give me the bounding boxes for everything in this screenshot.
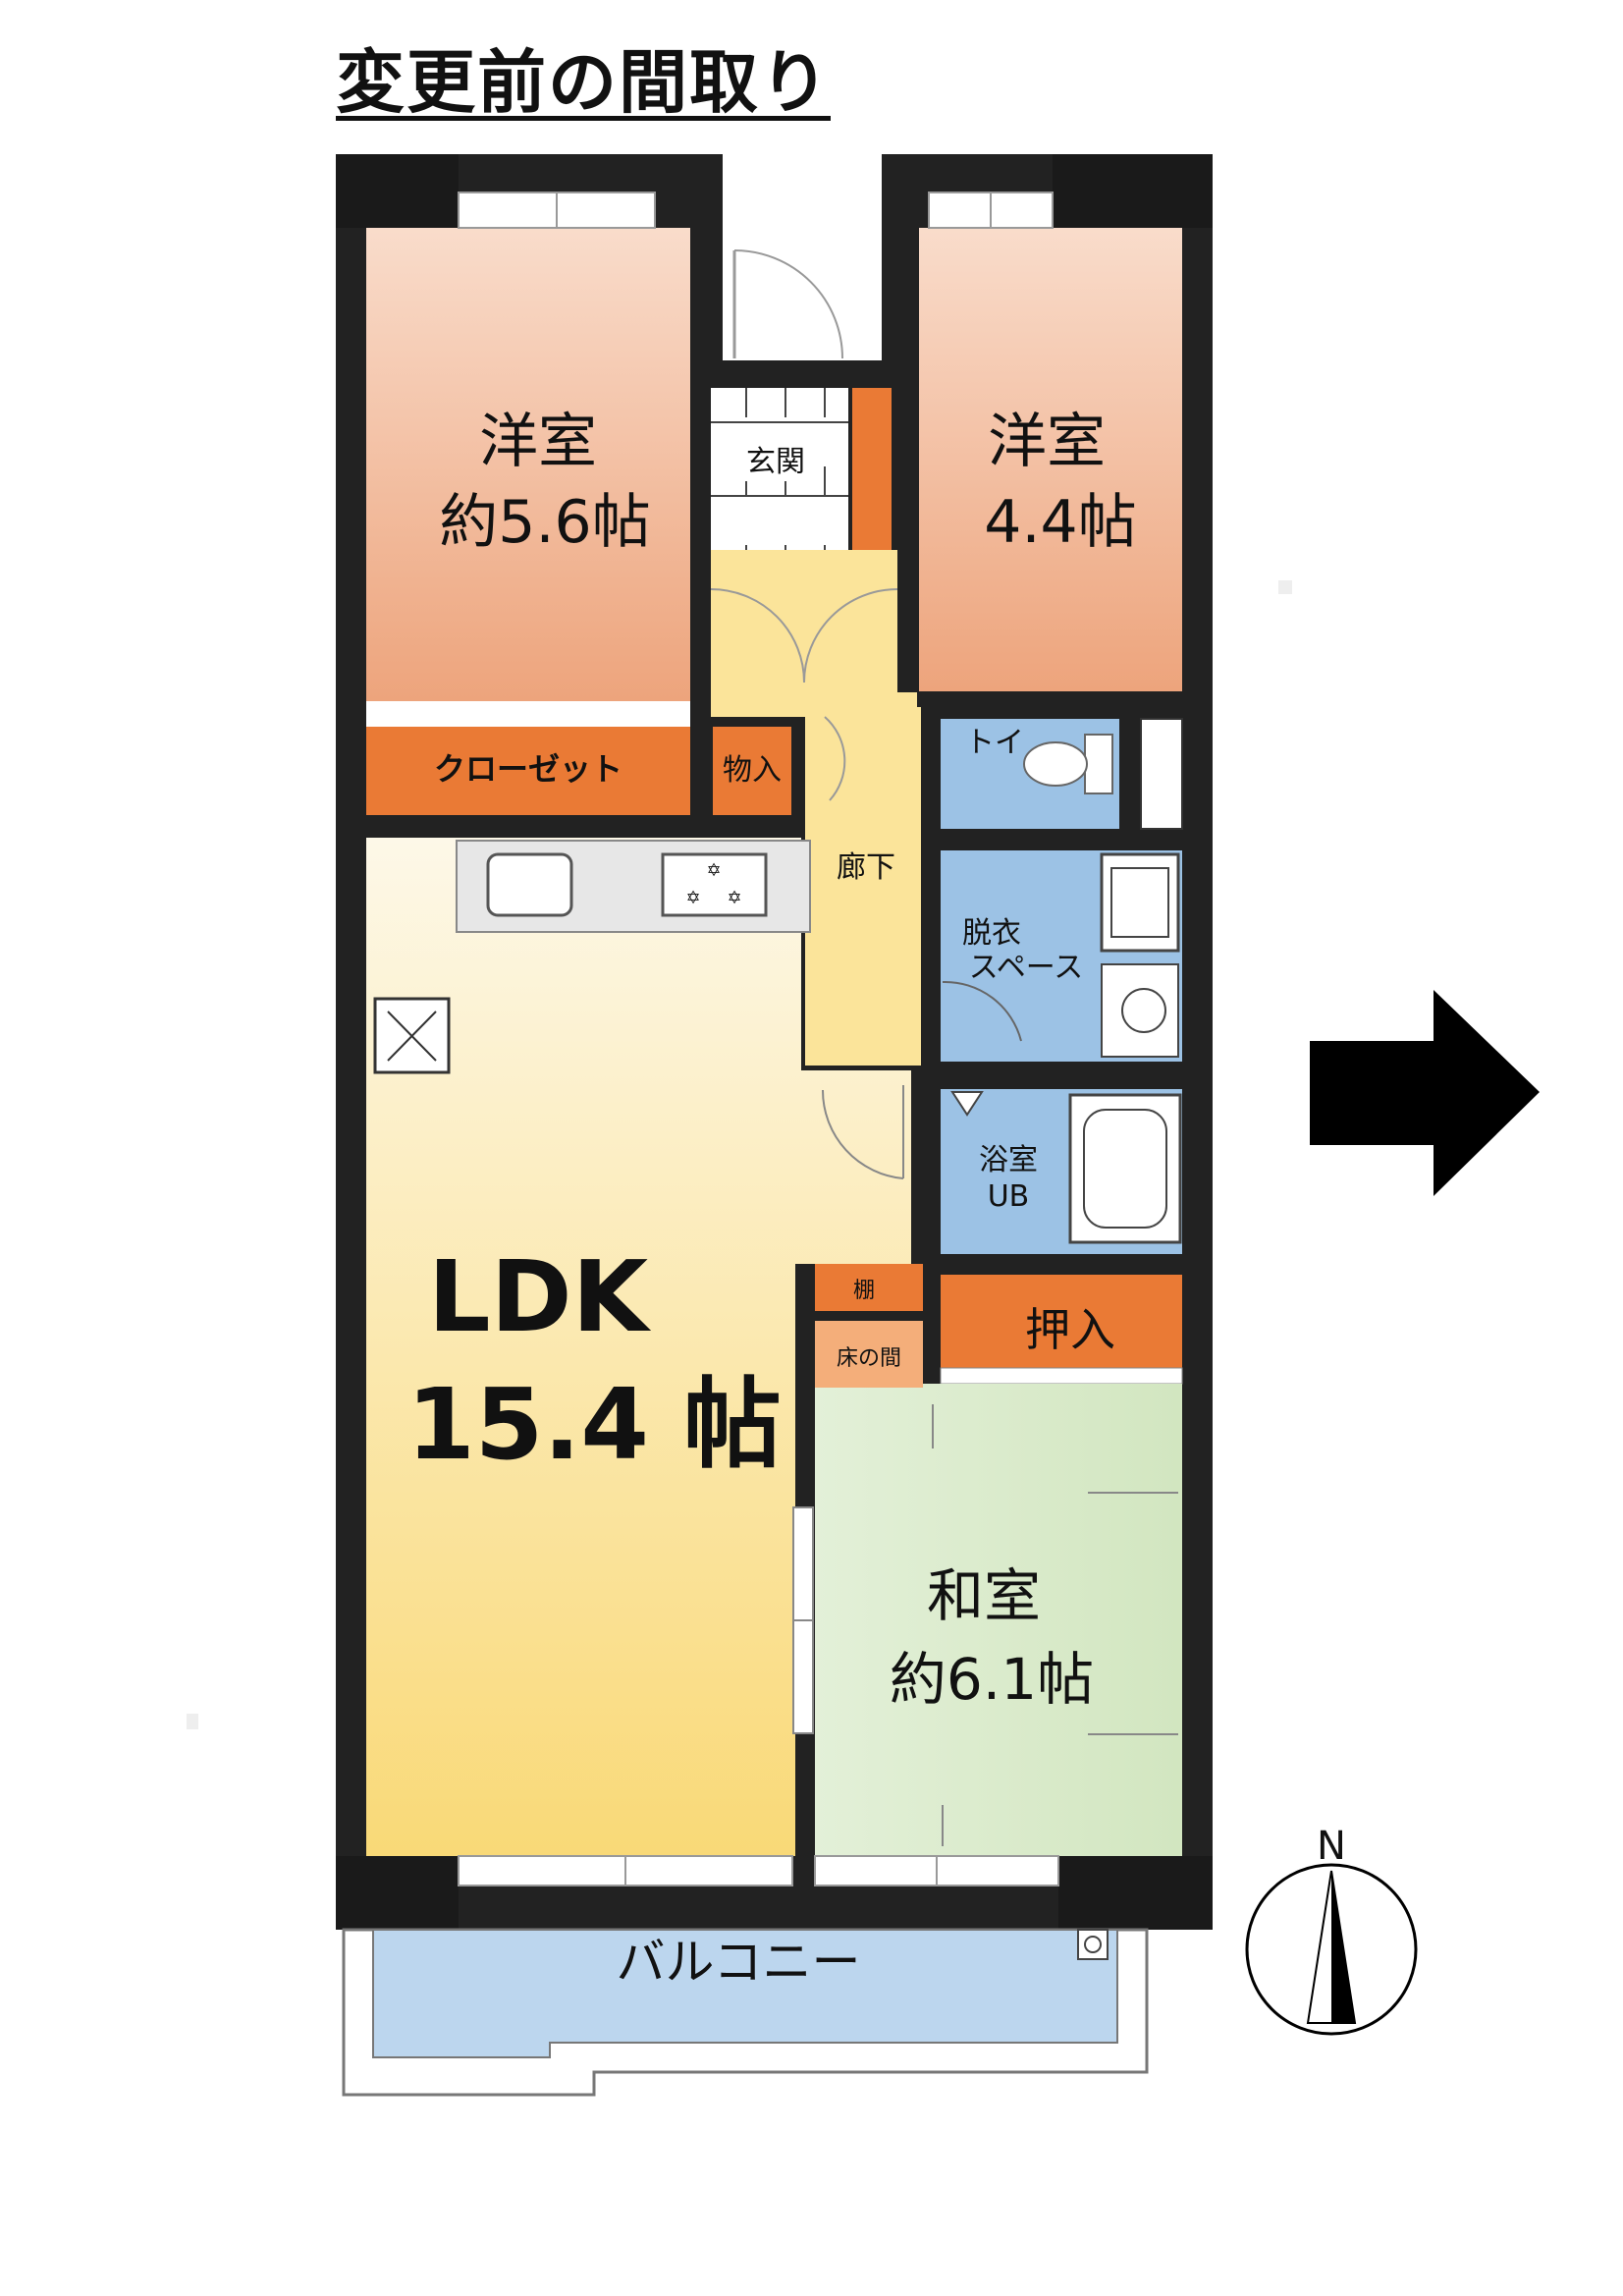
hallway-upper — [711, 550, 897, 712]
oshiire — [941, 1275, 1182, 1368]
corner-pillar — [336, 154, 459, 228]
ldk — [366, 838, 911, 1856]
closet-door-strip — [366, 701, 690, 727]
hallway — [805, 707, 921, 1066]
tokonoma — [815, 1321, 923, 1388]
ventilation-icon — [373, 997, 451, 1074]
genkan-label-bg — [731, 442, 822, 481]
balcony — [372, 1929, 1118, 2058]
shoe-closet — [852, 388, 892, 565]
western-room-left-label: 洋室 — [479, 408, 597, 476]
storage-small-label: 物入 — [723, 753, 782, 788]
page-title: 変更前の間取り — [336, 42, 831, 123]
washbasin-icon — [1101, 963, 1179, 1058]
door-swing — [942, 980, 1022, 1042]
door-swing — [821, 1089, 904, 1179]
right-arrow-icon — [1310, 990, 1540, 1196]
hallway-top-connector — [711, 692, 917, 717]
mark — [1278, 580, 1292, 594]
stove-burner-icon: ✡ — [685, 888, 700, 908]
entrance-door-swing — [733, 249, 843, 359]
washer-icon — [1100, 852, 1180, 953]
door-swing — [710, 588, 805, 683]
corner-pillar — [336, 1856, 459, 1930]
bath-label-1: 浴室 — [979, 1143, 1038, 1177]
shelf-label: 棚 — [853, 1279, 875, 1303]
pipe-shaft — [1140, 718, 1183, 830]
oshiire-door-strip — [940, 1367, 1183, 1385]
closet — [366, 727, 690, 815]
drain-icon — [1077, 1929, 1109, 1960]
stove-burner-icon: ✡ — [727, 888, 741, 908]
toilet-icon — [1023, 734, 1113, 794]
entrance-door-opening — [723, 228, 850, 360]
stove-burner-icon: ✡ — [706, 860, 721, 881]
compass-north-label: N — [1317, 1824, 1346, 1869]
dressing-label-2: スペース — [969, 951, 1083, 985]
western-room-right — [919, 228, 1182, 691]
storage-small — [713, 727, 791, 815]
western-room-right-label: 洋室 — [988, 408, 1106, 476]
closet-label: クローゼット — [434, 750, 622, 788]
door-swing — [803, 588, 898, 683]
mark — [187, 1714, 198, 1729]
toilet-label: トイ — [965, 726, 1024, 760]
corner-pillar — [1053, 154, 1213, 228]
door-swing — [824, 716, 846, 801]
kitchen-counter — [456, 840, 811, 933]
corner-pillar — [1058, 1856, 1213, 1930]
western-room-left-size: 約5.6帖 — [439, 488, 650, 557]
shelf — [815, 1264, 923, 1311]
washitsu-label: 和室 — [927, 1562, 1041, 1629]
washitsu-size-label: 約6.1帖 — [890, 1646, 1094, 1713]
bathtub-icon — [1068, 1093, 1182, 1244]
balcony-label: バルコニー — [617, 1934, 861, 1991]
down-marker — [950, 1091, 984, 1117]
bath-label-2: UB — [988, 1179, 1030, 1214]
ldk-label: LDK — [428, 1239, 652, 1354]
hallway-label: 廊下 — [837, 850, 895, 885]
ldk-size-label: 15.4 帖 — [406, 1367, 782, 1482]
tokonoma-label: 床の間 — [837, 1346, 901, 1371]
western-room-left — [366, 228, 690, 701]
washitsu — [815, 1384, 1182, 1856]
western-room-right-size: 4.4帖 — [984, 488, 1136, 557]
tatami-lines — [932, 1404, 1178, 1846]
compass-icon — [1245, 1863, 1418, 2036]
oshiire-label: 押入 — [1025, 1303, 1115, 1356]
entrance-label: 玄関 — [746, 445, 805, 479]
dressing-label-1: 脱衣 — [962, 916, 1021, 951]
